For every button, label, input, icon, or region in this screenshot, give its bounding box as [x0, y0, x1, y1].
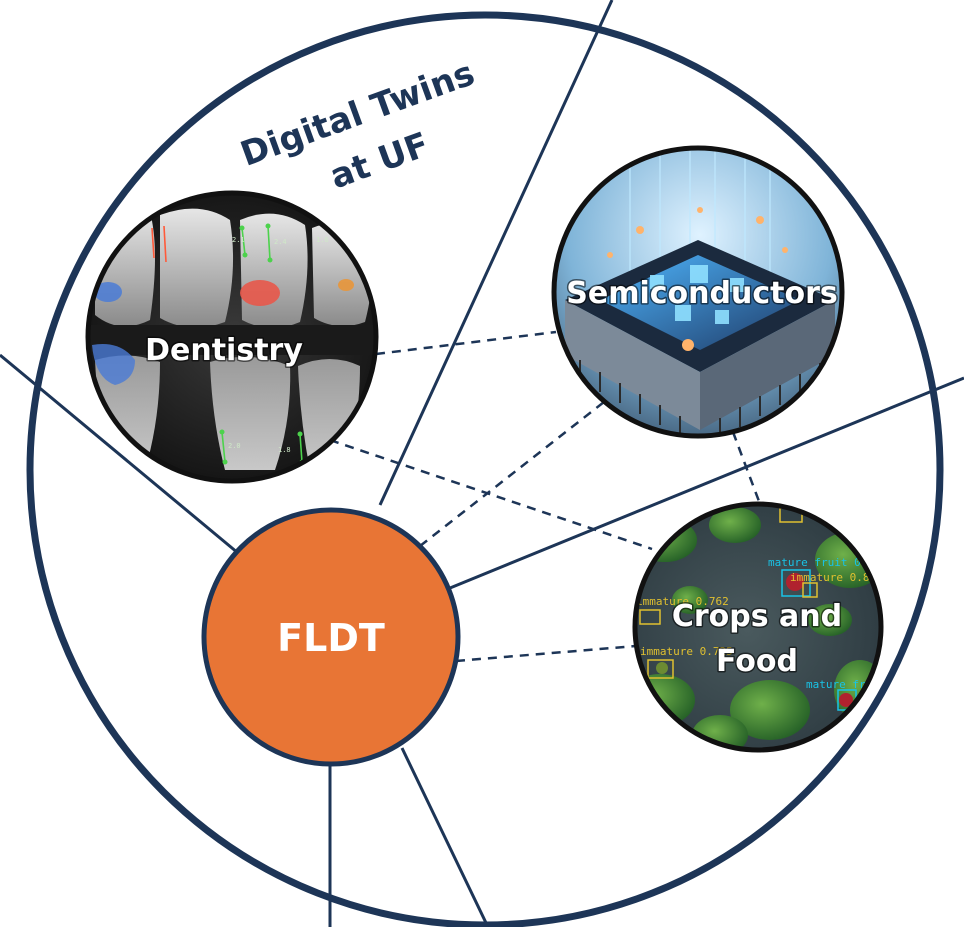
connector-fldt-semiconductors	[419, 401, 605, 547]
dentistry-node[interactable]: 2.1 2.4 1.6 2.0 1.8 Dentistry	[80, 185, 390, 485]
connector-semiconductors-crops	[731, 431, 762, 505]
divider-line-top	[378, 0, 614, 506]
fldt-circle	[201, 507, 461, 767]
connectors	[329, 330, 762, 663]
dentistry-label: Dentistry	[145, 333, 303, 368]
crops-label-line-1: Crops and	[672, 599, 842, 634]
connector-dentistry-semiconductors	[375, 330, 557, 356]
dental-measure-2: 2.4	[274, 238, 287, 246]
dental-measure-5: 1.8	[278, 446, 291, 454]
fldt-center-node[interactable]: FLDT	[201, 507, 461, 767]
semiconductor-chip-image	[554, 148, 842, 436]
dental-measure-3: 1.6	[316, 236, 329, 244]
dental-measure-4: 2.0	[228, 442, 241, 450]
outer-ring	[26, 11, 944, 927]
semiconductors-label: Semiconductors	[566, 276, 837, 311]
crops-label-line-2: Food	[716, 644, 798, 679]
detection-label-1: mature fruit 0.94	[768, 556, 881, 569]
detection-label-3: immature 0.762	[636, 595, 729, 608]
crops-node[interactable]: mature fruit 0.94 immature 0.894 immatur…	[625, 500, 890, 760]
connector-fldt-crops	[455, 644, 637, 663]
semiconductors-node[interactable]: Semiconductors	[550, 145, 850, 445]
dentistry-node-border	[85, 190, 379, 484]
divider-line-bottom-right	[400, 747, 490, 927]
fldt-label: FLDT	[277, 616, 385, 660]
semiconductors-node-border	[551, 145, 845, 439]
divider-line-right	[449, 376, 964, 590]
divider-line-left	[0, 353, 239, 555]
dentistry-xray-image: 2.1 2.4 1.6 2.0 1.8	[88, 193, 376, 481]
dental-measure-1: 2.1	[232, 236, 245, 244]
connector-dentistry-crops	[329, 438, 653, 551]
crops-node-border	[632, 501, 884, 753]
detection-label-4: immature 0.725	[640, 645, 733, 658]
detection-label-2: immature 0.894	[790, 571, 883, 584]
